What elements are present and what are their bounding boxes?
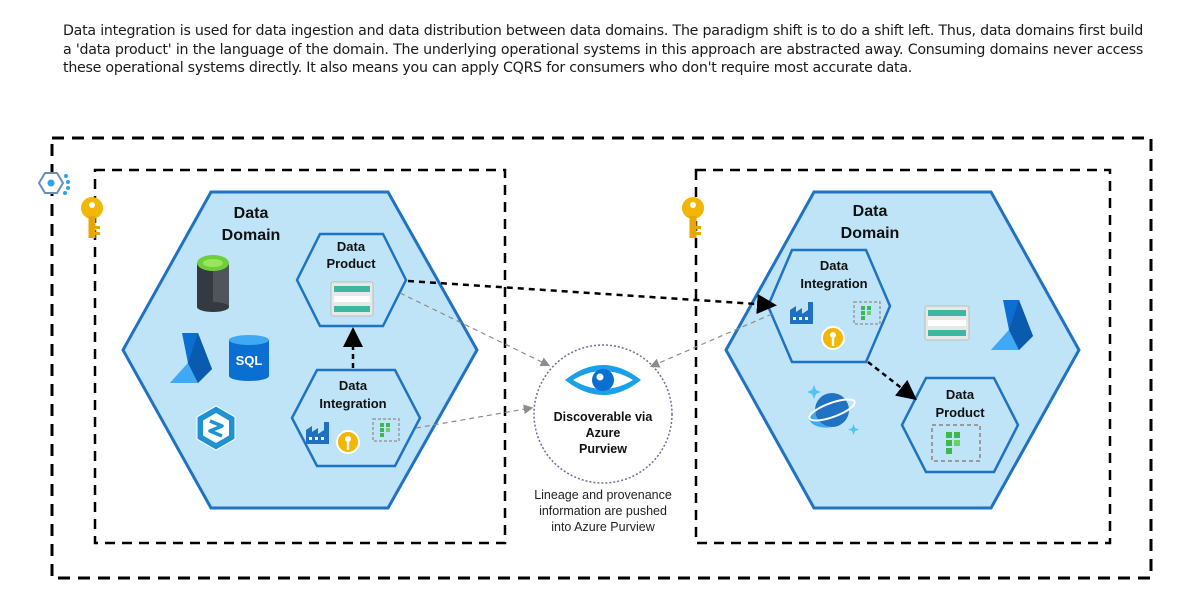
right-data-integration-hexagon: [766, 248, 892, 364]
right-product-label-2: Product: [935, 405, 985, 420]
left-data-product-hexagon: [295, 232, 408, 328]
sql-database-cylinder-icon: [197, 255, 229, 312]
left-domain-boundary: [93, 168, 507, 545]
left-integration-label-1: Data: [339, 378, 368, 393]
right-product-label-1: Data: [946, 387, 975, 402]
right-integration-label-1: Data: [820, 258, 849, 273]
key-icon-right: [682, 197, 704, 238]
purview-caption-3: into Azure Purview: [551, 520, 655, 534]
pipeline-icon: [372, 418, 400, 442]
purview-label-3: Purview: [579, 442, 627, 456]
purview-caption-2: information are pushed: [539, 504, 667, 518]
right-domain-hexagon: [724, 190, 1081, 510]
left-product-label-1: Data: [337, 239, 366, 254]
machine-learning-icon: [170, 333, 212, 383]
storage-table-icon: [330, 281, 374, 317]
key-vault-icon-right: [821, 326, 845, 350]
right-domain-title-1: Data: [853, 203, 888, 220]
sql-icon: SQL: [229, 335, 269, 381]
purview-caption-1: Lineage and provenance: [534, 488, 672, 502]
left-product-label-2: Product: [326, 256, 376, 271]
purview-label-1: Discoverable via: [554, 410, 654, 424]
key-icon-left: [81, 197, 103, 238]
left-domain-title-2: Domain: [222, 227, 281, 244]
sql-icon-label: SQL: [236, 353, 263, 368]
pipeline-icon-right: [853, 301, 881, 325]
synapse-icon: [196, 405, 236, 451]
outer-boundary: [50, 136, 1153, 580]
key-vault-icon: [336, 430, 360, 454]
lineage-arrow-right-integration: [649, 313, 773, 368]
purview-label-2: Azure: [586, 426, 621, 440]
storage-table-icon-right: [924, 305, 970, 341]
machine-learning-icon-right: [991, 300, 1033, 350]
lineage-arrow-left-product: [399, 292, 551, 367]
product-to-integration-arrow: [407, 279, 777, 314]
lineage-arrow-left-integration: [415, 404, 534, 429]
left-domain-title-1: Data: [234, 205, 269, 222]
factory-icon: [306, 422, 329, 444]
hub-icon: [37, 172, 70, 195]
cosmos-db-icon: [807, 385, 859, 435]
right-integration-to-product-arrow: [867, 361, 917, 401]
right-domain-boundary: [694, 168, 1112, 545]
factory-icon-right: [790, 302, 813, 324]
purview-eye-icon: [565, 365, 641, 395]
intro-paragraph: Data integration is used for data ingest…: [63, 23, 1143, 76]
right-integration-label-2: Integration: [800, 276, 867, 291]
left-integration-label-2: Integration: [319, 396, 386, 411]
right-domain-title-2: Domain: [841, 225, 900, 242]
pipeline-icon-product-right: [931, 424, 981, 462]
left-domain-hexagon: [121, 190, 479, 510]
